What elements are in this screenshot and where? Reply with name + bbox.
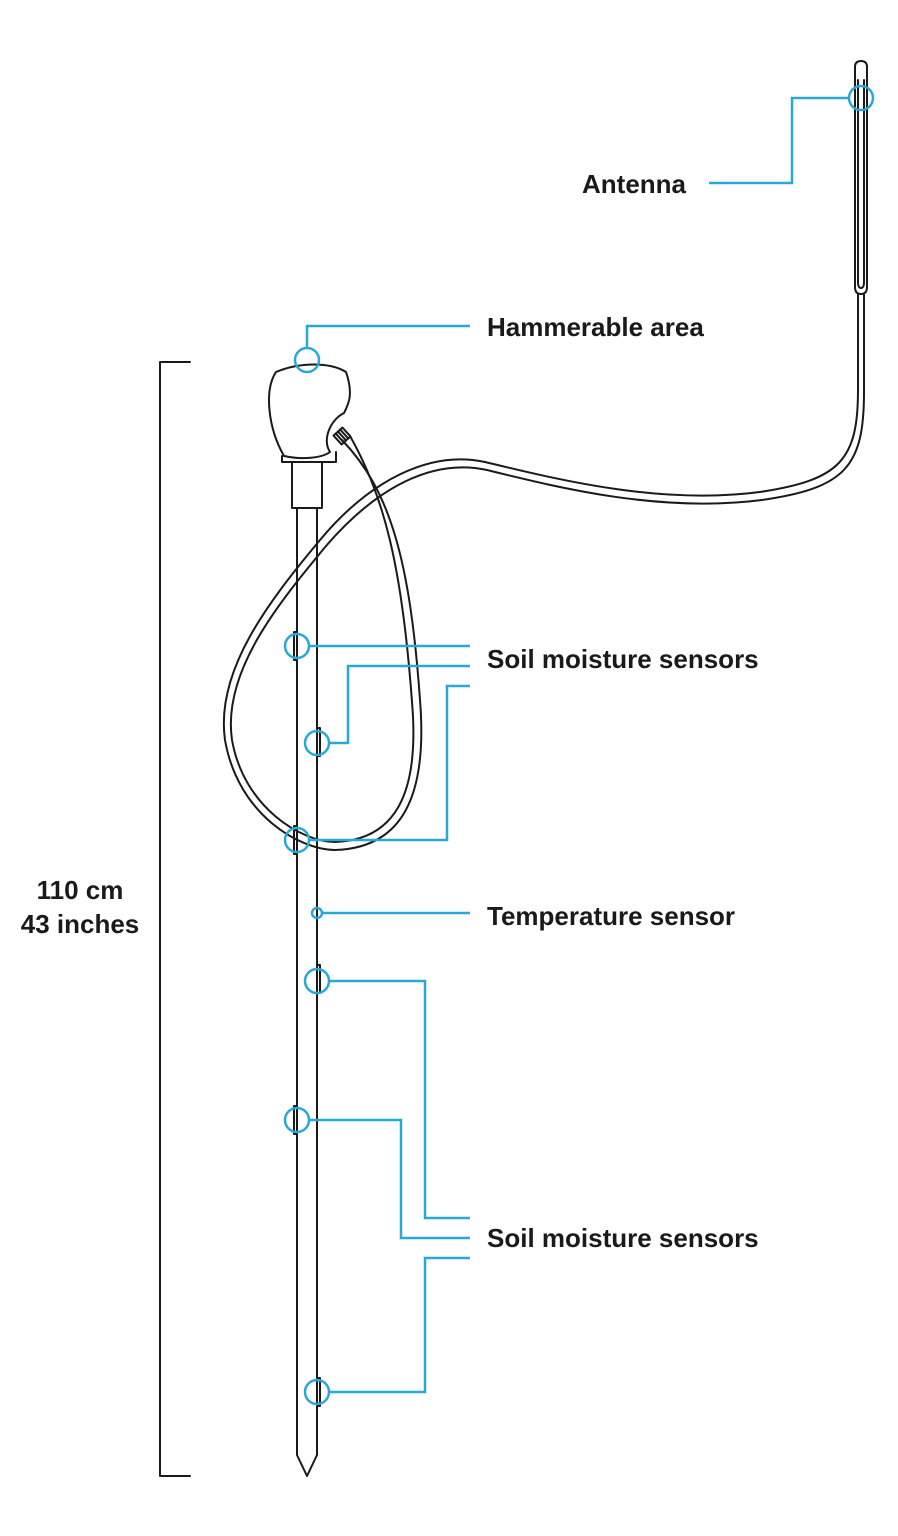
soil-moisture-upper-label: Soil moisture sensors [487,644,759,674]
length-imperial: 43 inches [20,909,140,939]
antenna-marker [847,84,875,112]
soil-lower-leader-3 [329,1256,470,1394]
soil-upper-leader-2 [329,664,470,745]
antenna-cable [222,293,865,851]
soil-lower-leader-2 [309,1118,470,1240]
length-metric: 110 cm [36,875,124,905]
hammerable-area-label: Hammerable area [487,312,704,342]
length-dimension-label: 110 cm 43 inches [10,873,150,941]
soil-lower-leader-1 [329,979,470,1220]
antenna [854,60,868,295]
hammerable-leader [305,324,470,348]
hammerable-marker [293,346,321,374]
dimension-bracket [159,361,191,1477]
antenna-label: Antenna [582,169,686,199]
antenna-leader [709,96,849,185]
soil-moisture-lower-label: Soil moisture sensors [487,1223,759,1253]
probe-head [268,363,352,509]
soil-upper-leader-3 [309,684,470,842]
temperature-sensor-label: Temperature sensor [487,901,736,931]
